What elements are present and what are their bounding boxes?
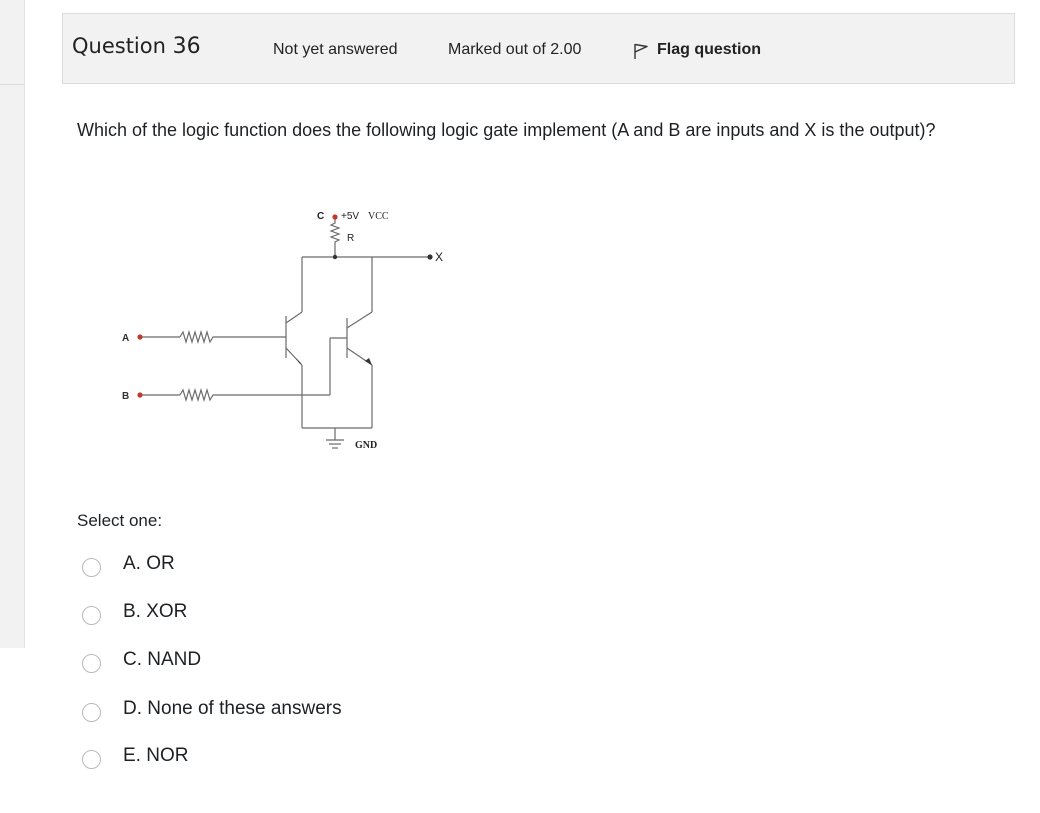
question-title: Question 36 (72, 34, 201, 59)
question-number: 36 (172, 34, 201, 59)
question-label: Question (72, 34, 166, 58)
label-r: R (347, 233, 354, 244)
label-vcc: +5V (341, 211, 359, 222)
radio-button[interactable] (82, 557, 101, 577)
answer-option-label: C. NAND (123, 649, 202, 670)
answer-option-a[interactable]: A. OR (82, 551, 175, 577)
answer-option-b[interactable]: B. XOR (82, 599, 187, 625)
radio-button[interactable] (82, 702, 101, 722)
answer-option-label: B. XOR (123, 601, 188, 622)
question-info-panel: Question 36 Not yet answered Marked out … (62, 13, 1015, 84)
label-c: C (317, 211, 324, 222)
answer-option-label: D. None of these answers (123, 698, 342, 719)
flag-icon (634, 43, 648, 59)
flag-question-label: Flag question (657, 41, 761, 58)
logic-gate-circuit-diagram: C +5V VCC R X A B GND (122, 211, 443, 451)
select-one-prompt: Select one: (77, 511, 163, 530)
radio-button[interactable] (82, 749, 101, 769)
question-text: Which of the logic function does the fol… (77, 120, 936, 140)
label-x: X (435, 250, 443, 264)
answer-option-c[interactable]: C. NAND (82, 647, 201, 673)
answer-option-label: A. OR (123, 553, 175, 574)
question-grade: Marked out of 2.00 (448, 41, 582, 58)
radio-button[interactable] (82, 653, 101, 673)
label-b: B (122, 391, 129, 402)
answer-option-e[interactable]: E. NOR (82, 743, 188, 769)
label-gnd: GND (355, 440, 377, 451)
flag-question-link[interactable]: Flag question (633, 40, 761, 60)
label-a: A (122, 333, 129, 344)
label-vcc2: VCC (368, 211, 389, 222)
question-state: Not yet answered (273, 41, 398, 58)
left-sidebar-strip (0, 0, 25, 648)
answer-option-d[interactable]: D. None of these answers (82, 696, 342, 722)
answer-option-label: E. NOR (123, 745, 189, 766)
radio-button[interactable] (82, 605, 101, 625)
